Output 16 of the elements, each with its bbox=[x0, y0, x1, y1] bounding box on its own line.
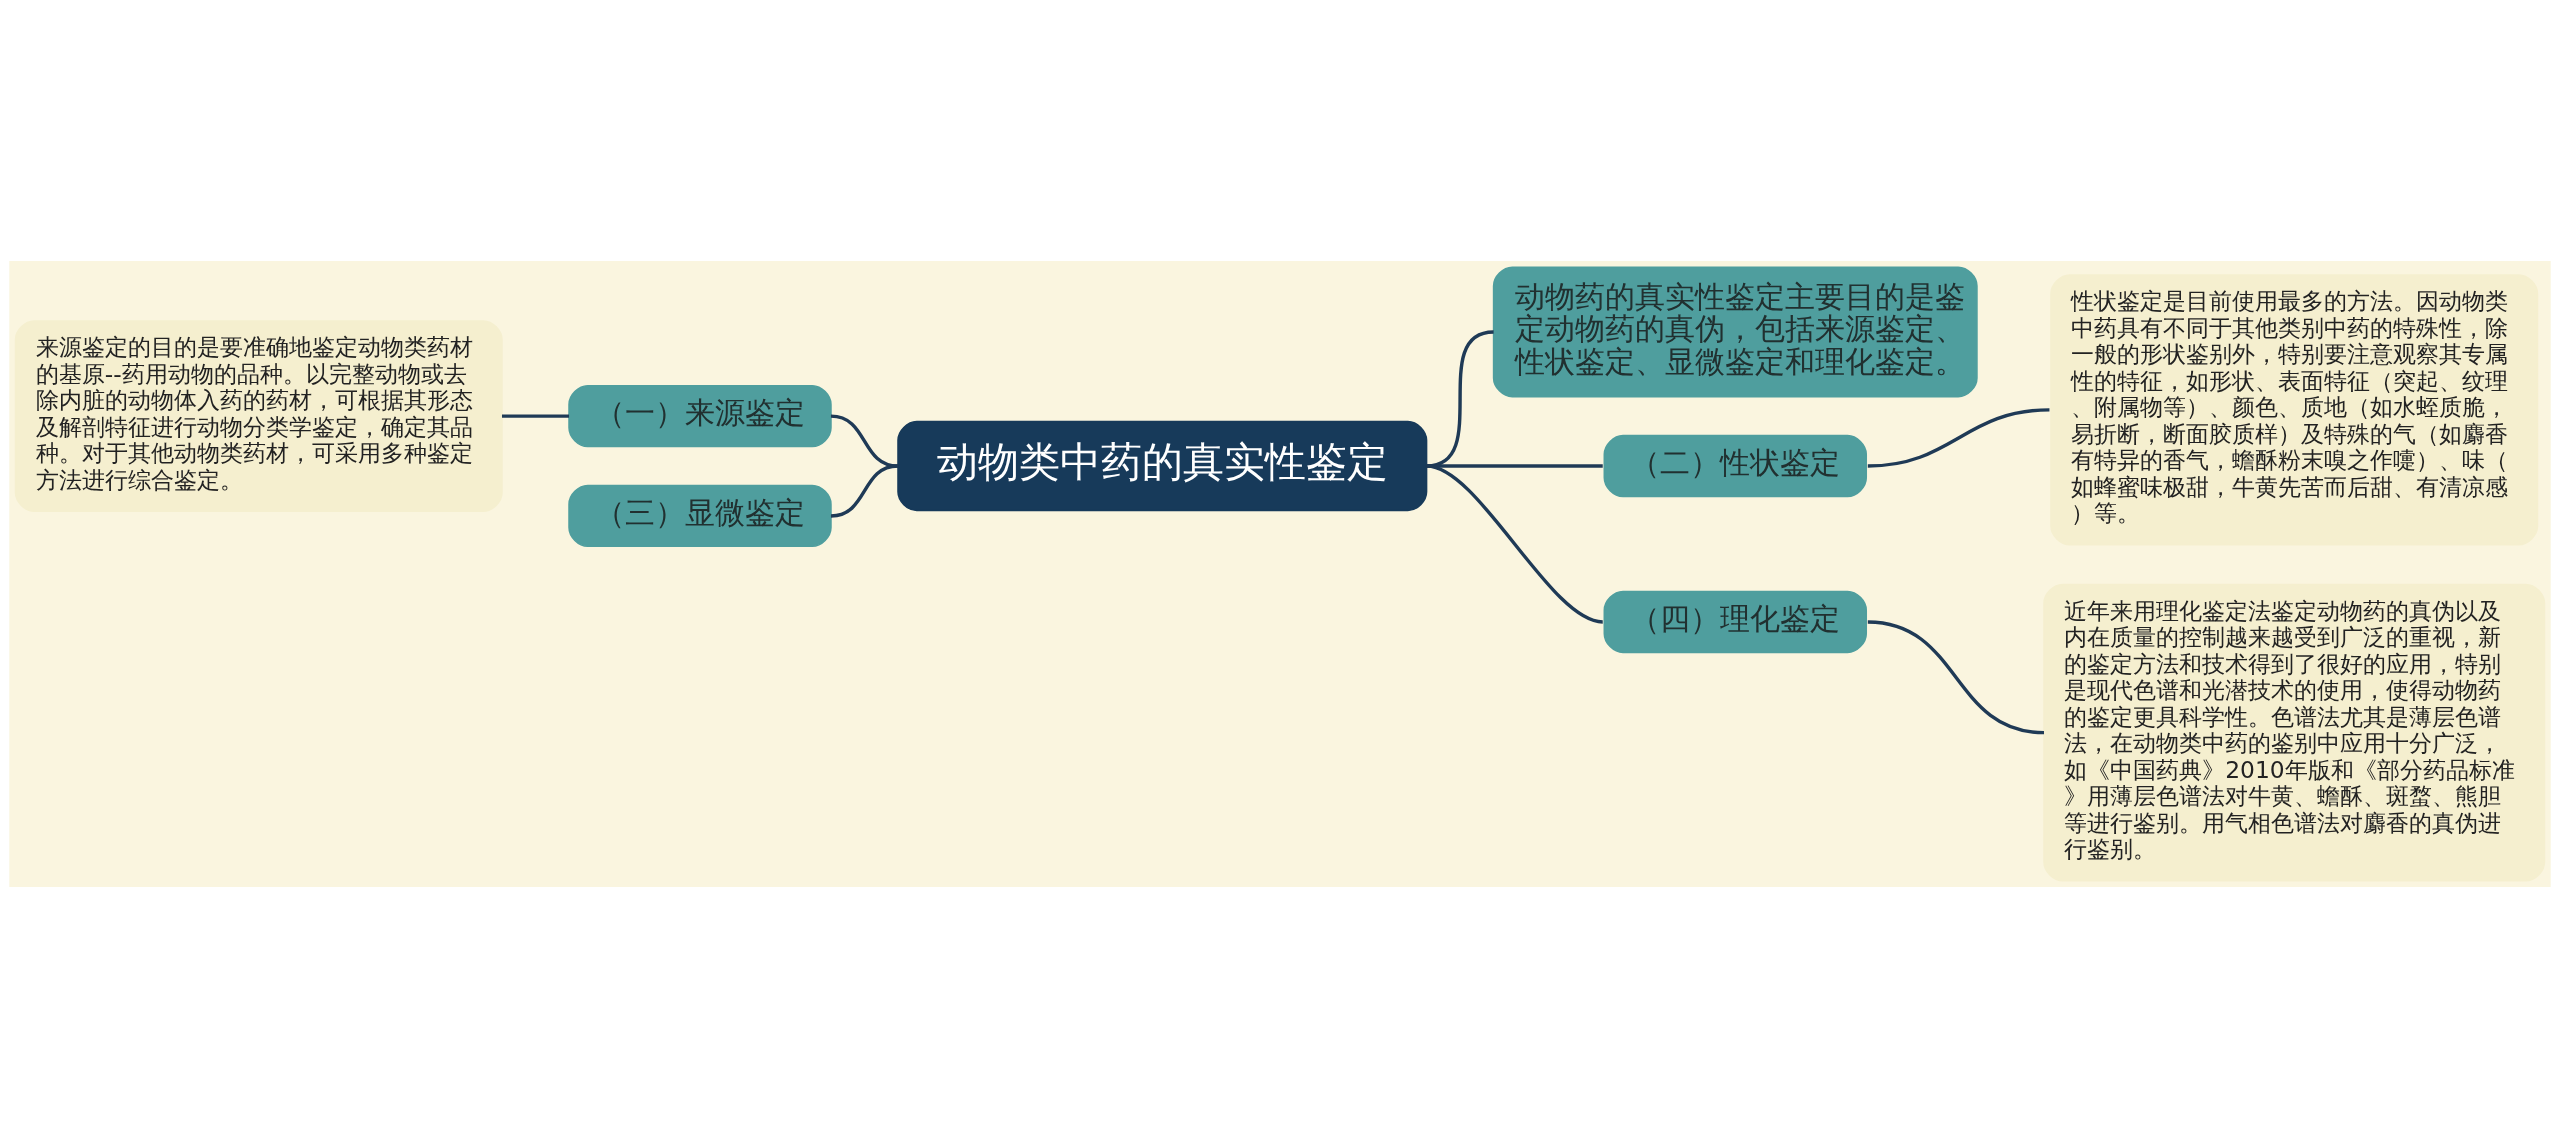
connector bbox=[1426, 463, 1604, 624]
node-box: （二）性状鉴定 bbox=[1603, 434, 1867, 497]
connector bbox=[1426, 463, 1603, 468]
node-box: 性状鉴定是目前使用最多的方法。因动物类中药具有不同于其他类别中药的特殊性，除一般的形状鉴别外，特别要注意观察其专属性的特征，如形状、表面特征（突起、纹理、附属物等）、颜色、质地（如水蛭质脆，易折断，断面胶质样）及特殊的气（如麝香有特异的香气，蟾酥粉末嗅之作嚏）、味（如蜂蜜味极甜，牛黄先苦而后甜、有清凉感）等。 bbox=[2050, 273, 2539, 546]
connector bbox=[1867, 619, 2045, 734]
node-box: 动物类中药的真实性鉴定 bbox=[897, 420, 1428, 511]
node-box: 动物药的真实性鉴定主要目的是鉴定动物药的真伪，包括来源鉴定、性状鉴定、显微鉴定和理化鉴定。 bbox=[1492, 265, 1978, 397]
connector bbox=[1867, 407, 2050, 468]
node-box: （三）显微鉴定 bbox=[568, 484, 832, 547]
node-box: （一）来源鉴定 bbox=[568, 384, 832, 447]
connector bbox=[830, 463, 899, 518]
node-box: （四）理化鉴定 bbox=[1603, 590, 1867, 653]
node-box: 来源鉴定的目的是要准确地鉴定动物类药材的基原--药用动物的品种。以完整动物或去除内脏的动物体入药的药材，可根据其形态及解剖特征进行动物分类学鉴定，确定其品种。对于其他动物类药材，可采用多种鉴定方法进行综合鉴定。 bbox=[14, 319, 503, 512]
node-box: 近年来用理化鉴定法鉴定动物药的真伪以及内在质量的控制越来越受到广泛的重视，新的鉴定方法和技术得到了很好的应用，特别是现代色谱和光潜技术的使用，使得动物药的鉴定更具科学性。色谱法尤其是薄层色谱法，在动物类中药的鉴别中应用十分广泛，如《中国药典》2010年版和《部分药品标准》用薄层色谱法对牛黄、蟾酥、斑蝥、熊胆等进行鉴别。用气相色谱法对麝香的真伪进行鉴别。 bbox=[2043, 583, 2546, 882]
connector bbox=[830, 413, 899, 468]
connector bbox=[502, 413, 570, 418]
